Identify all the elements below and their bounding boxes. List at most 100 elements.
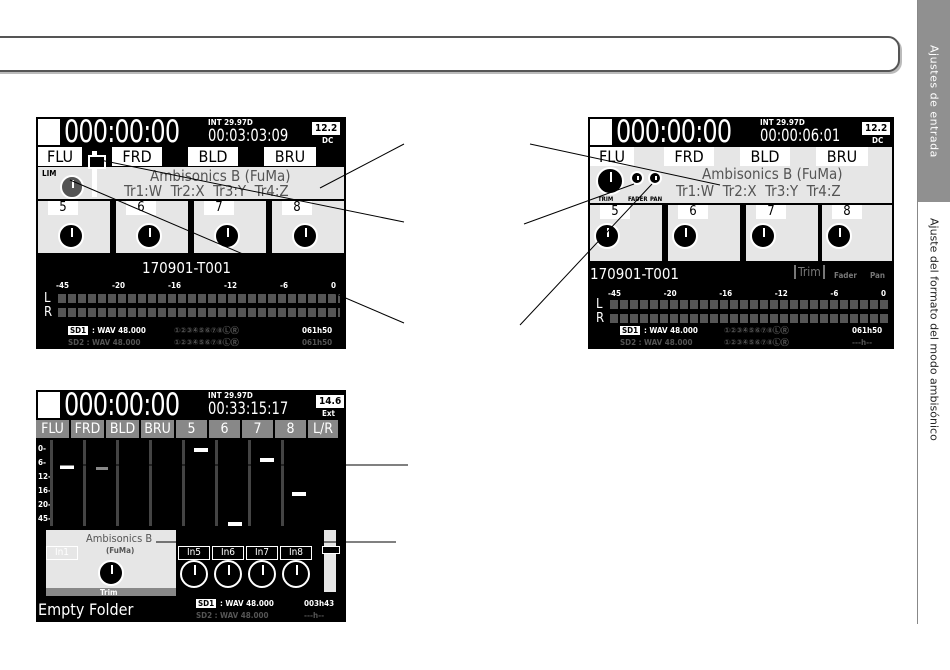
callout-line: [99, 159, 405, 223]
take-name: 170901-T001: [142, 259, 231, 277]
ambisonic-panel[interactable]: Ambisonics B (FuMa) Tr1:W Tr2:X Tr3:Y Tr…: [38, 167, 344, 200]
trim-knob[interactable]: [292, 223, 318, 249]
channel-strip[interactable]: 7: [194, 201, 266, 253]
channel-strip[interactable]: 6: [668, 205, 740, 261]
take-name: 170901-T001: [590, 265, 679, 283]
lim-indicator: LIM: [42, 169, 57, 178]
trim-knob[interactable]: [58, 223, 84, 249]
tab-flu[interactable]: FLU: [38, 147, 82, 166]
fader-knob[interactable]: [630, 171, 644, 185]
sd1-badge: SD1: [68, 326, 89, 335]
master-fader-track: [324, 530, 336, 592]
channel-strip[interactable]: 7: [746, 205, 818, 261]
sd1-badge: SD1: [196, 599, 217, 608]
trim-mode-label[interactable]: Trim: [794, 265, 825, 279]
sd2-time: ---h--: [304, 611, 325, 620]
callout-line: [519, 183, 653, 326]
trim-knob[interactable]: [826, 223, 852, 249]
trim-knob[interactable]: [750, 223, 776, 249]
trim-knob[interactable]: [282, 560, 310, 588]
sub-timecode: 00:03:03:09: [208, 126, 289, 146]
trim-knob[interactable]: [214, 560, 242, 588]
fader-handle[interactable]: [260, 458, 274, 462]
battery-indicator: 12.2: [862, 122, 891, 135]
tab-7[interactable]: 7: [242, 420, 273, 438]
fader-mode-label[interactable]: Fader: [834, 271, 857, 280]
tab-5[interactable]: 5: [176, 420, 207, 438]
tab-bru[interactable]: BRU: [264, 147, 316, 166]
channel-label: 8: [282, 201, 312, 215]
meter-l-label: L: [596, 297, 603, 312]
timecode: 000:00:00: [64, 117, 180, 150]
format-label: Ambisonics B (FuMa): [150, 167, 291, 185]
side-tab-active[interactable]: [918, 0, 950, 202]
trim-knob[interactable]: [136, 223, 162, 249]
fader-handle[interactable]: [292, 492, 306, 496]
trim-knob-highlight[interactable]: [60, 175, 84, 199]
ambisonic-input-panel[interactable]: Ambisonics B (FuMa): [46, 530, 176, 590]
tab-bld[interactable]: BLD: [106, 420, 139, 438]
level-meter-r: [610, 314, 890, 323]
sd1-info: : WAV 48.000: [644, 326, 698, 335]
meter-l-label: L: [44, 291, 51, 306]
trim-knob[interactable]: [180, 560, 208, 588]
tab-bld[interactable]: BLD: [740, 147, 790, 166]
fader-handle[interactable]: [88, 155, 106, 169]
tab-flu[interactable]: FLU: [590, 147, 634, 166]
tab-flu[interactable]: FLU: [36, 420, 69, 438]
input-label: In6: [212, 546, 244, 560]
fader-handle[interactable]: [60, 465, 74, 469]
trim-knob[interactable]: [98, 560, 124, 586]
trim-knob[interactable]: [672, 223, 698, 249]
channel-strip-row: 5 6 7 8: [38, 201, 344, 253]
level-meter-l: [610, 300, 890, 309]
meter-r-label: R: [596, 311, 605, 326]
tab-lr[interactable]: L/R: [308, 420, 338, 438]
sd1-info: : WAV 48.000: [220, 599, 274, 608]
fader-track: [92, 151, 97, 197]
trim-knob[interactable]: [248, 560, 276, 588]
power-source: DC: [322, 136, 334, 145]
knob-label-trim: TRIM: [598, 196, 614, 203]
fader-handle[interactable]: [194, 448, 208, 452]
channel-strip[interactable]: 5: [38, 201, 110, 253]
callout-line: [69, 179, 405, 324]
power-source: Ext: [322, 409, 335, 418]
tab-8[interactable]: 8: [275, 420, 306, 438]
fader-handle[interactable]: [228, 522, 242, 526]
side-tab-label: Ajustes de entrada: [927, 44, 941, 158]
tab-frd[interactable]: FRD: [112, 147, 162, 166]
sd2-info: SD2 : WAV 48.000: [196, 611, 269, 620]
power-source: DC: [872, 136, 884, 145]
channel-strip[interactable]: 8: [822, 205, 892, 261]
record-indicator: [38, 392, 60, 418]
tab-bld[interactable]: BLD: [188, 147, 238, 166]
trim-knob[interactable]: [214, 223, 240, 249]
tab-6[interactable]: 6: [209, 420, 240, 438]
master-fader-handle[interactable]: [322, 546, 340, 554]
tab-bru[interactable]: BRU: [141, 420, 174, 438]
knob-label-pan: PAN: [650, 196, 663, 203]
callout-line: [523, 183, 635, 225]
trim-knob[interactable]: [594, 223, 620, 249]
tc-mode: INT 29.97D: [208, 118, 253, 127]
channel-strip[interactable]: 6: [116, 201, 188, 253]
sd1-badge: SD1: [620, 326, 641, 335]
pan-mode-label[interactable]: Pan: [870, 271, 886, 280]
trim-knob[interactable]: [596, 167, 624, 195]
channel-strip-row: 5 6 7 8: [590, 205, 892, 261]
tab-bru[interactable]: BRU: [816, 147, 868, 166]
channel-strip[interactable]: 5: [590, 205, 662, 261]
tab-frd[interactable]: FRD: [664, 147, 714, 166]
screen-1: 000:00:00 INT 29.97D 00:03:03:09 12.2 DC…: [36, 117, 346, 349]
trim-label: Trim: [100, 588, 118, 597]
battery-indicator: 14.6: [316, 395, 345, 408]
tab-frd[interactable]: FRD: [71, 420, 104, 438]
pan-knob[interactable]: [648, 171, 662, 185]
channel-label: 6: [678, 205, 708, 219]
fader-handle[interactable]: [96, 467, 108, 470]
channel-strip[interactable]: 8: [272, 201, 344, 253]
side-section-label: Ajuste del formato del modo ambisónico: [927, 218, 941, 441]
